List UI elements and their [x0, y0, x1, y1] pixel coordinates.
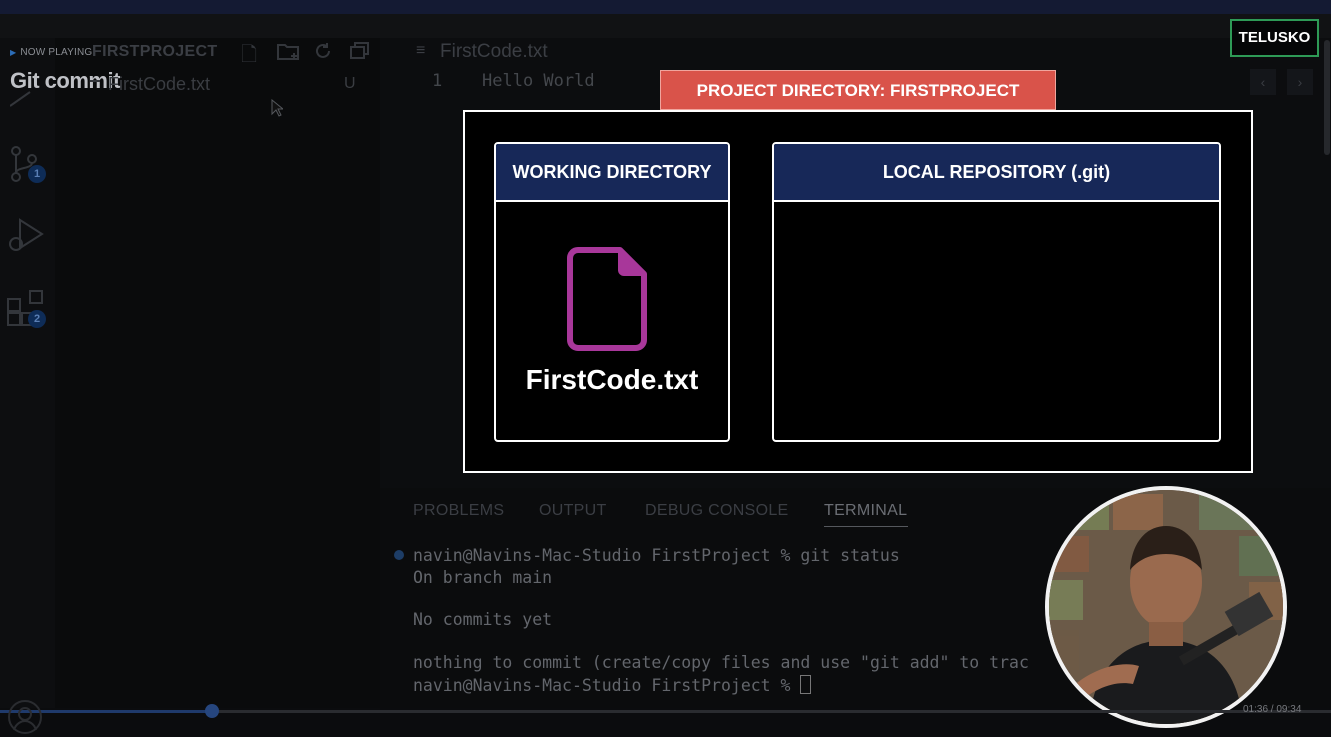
video-progress-fill	[0, 710, 212, 713]
video-title: Git commit	[10, 68, 120, 93]
tab-debug-console[interactable]: DEBUG CONSOLE	[645, 502, 789, 519]
terminal-prompt[interactable]: navin@Navins-Mac-Studio FirstProject %	[413, 675, 812, 695]
terminal-line: On branch main	[413, 568, 553, 587]
project-directory-banner: PROJECT DIRECTORY: FIRSTPROJECT	[660, 70, 1056, 110]
tab-problems[interactable]: PROBLEMS	[413, 502, 505, 519]
search-icon[interactable]	[9, 86, 42, 113]
extensions-icon[interactable]	[6, 289, 46, 332]
prev-arrow-button[interactable]: ‹	[1250, 69, 1276, 95]
document-file-icon	[566, 246, 648, 357]
code-line[interactable]: Hello World	[482, 71, 595, 91]
terminal-status-dot	[394, 550, 404, 560]
source-control-badge: 1	[28, 165, 46, 183]
top-bar	[0, 0, 1331, 14]
tab-terminal[interactable]: TERMINAL	[824, 502, 908, 519]
new-file-icon[interactable]: 🗋	[241, 44, 258, 66]
play-icon: ▶	[10, 48, 17, 57]
video-time: 01:36 / 09:34	[1243, 704, 1302, 715]
now-playing-text: NOW PLAYING	[20, 47, 93, 58]
working-directory-header: WORKING DIRECTORY	[496, 144, 728, 202]
telusko-logo: TELUSKO	[1230, 19, 1319, 57]
presenter-webcam	[1045, 486, 1287, 728]
extensions-badge: 2	[28, 310, 46, 328]
terminal-line: navin@Navins-Mac-Studio FirstProject % g…	[413, 546, 900, 565]
terminal-line: No commits yet	[413, 610, 553, 629]
terminal-prompt-text: navin@Navins-Mac-Studio FirstProject %	[413, 676, 801, 695]
video-progress-knob[interactable]	[204, 704, 219, 718]
file-type-icon	[90, 80, 100, 82]
tab-file-icon: ≡	[416, 42, 426, 59]
source-control-icon[interactable]	[10, 145, 40, 188]
local-repository-box: LOCAL REPOSITORY (.git)	[772, 142, 1221, 442]
video-progress-track[interactable]	[0, 710, 1331, 713]
collapse-all-icon[interactable]	[350, 42, 370, 65]
sidebar-file-item[interactable]: FirstCode.txt	[108, 74, 211, 94]
working-directory-box: WORKING DIRECTORY	[494, 142, 730, 442]
local-repository-header: LOCAL REPOSITORY (.git)	[774, 144, 1219, 202]
editor-tab[interactable]: FirstCode.txt	[440, 41, 548, 62]
title-bar	[0, 14, 1331, 38]
next-arrow-button[interactable]: ›	[1287, 69, 1313, 95]
tab-output[interactable]: OUTPUT	[539, 502, 607, 519]
explorer-project-label[interactable]: FIRSTPROJECT	[92, 43, 218, 60]
mouse-cursor-icon	[271, 98, 285, 122]
active-tab-underline	[824, 526, 908, 527]
line-number: 1	[432, 71, 443, 91]
editor-scrollbar[interactable]	[1324, 40, 1330, 155]
terminal-line: nothing to commit (create/copy files and…	[413, 653, 1029, 672]
diagram-file-label: FirstCode.txt	[525, 364, 699, 395]
terminal-cursor	[800, 675, 812, 694]
refresh-icon[interactable]	[313, 41, 333, 66]
activity-bar	[0, 38, 55, 708]
user-avatar-icon[interactable]	[8, 700, 42, 734]
run-debug-icon[interactable]	[8, 218, 44, 259]
new-folder-icon[interactable]	[276, 41, 300, 66]
explorer-sidebar	[55, 38, 380, 708]
now-playing-label: ▶NOW PLAYING	[10, 47, 92, 58]
file-status-untracked: U	[344, 75, 356, 92]
